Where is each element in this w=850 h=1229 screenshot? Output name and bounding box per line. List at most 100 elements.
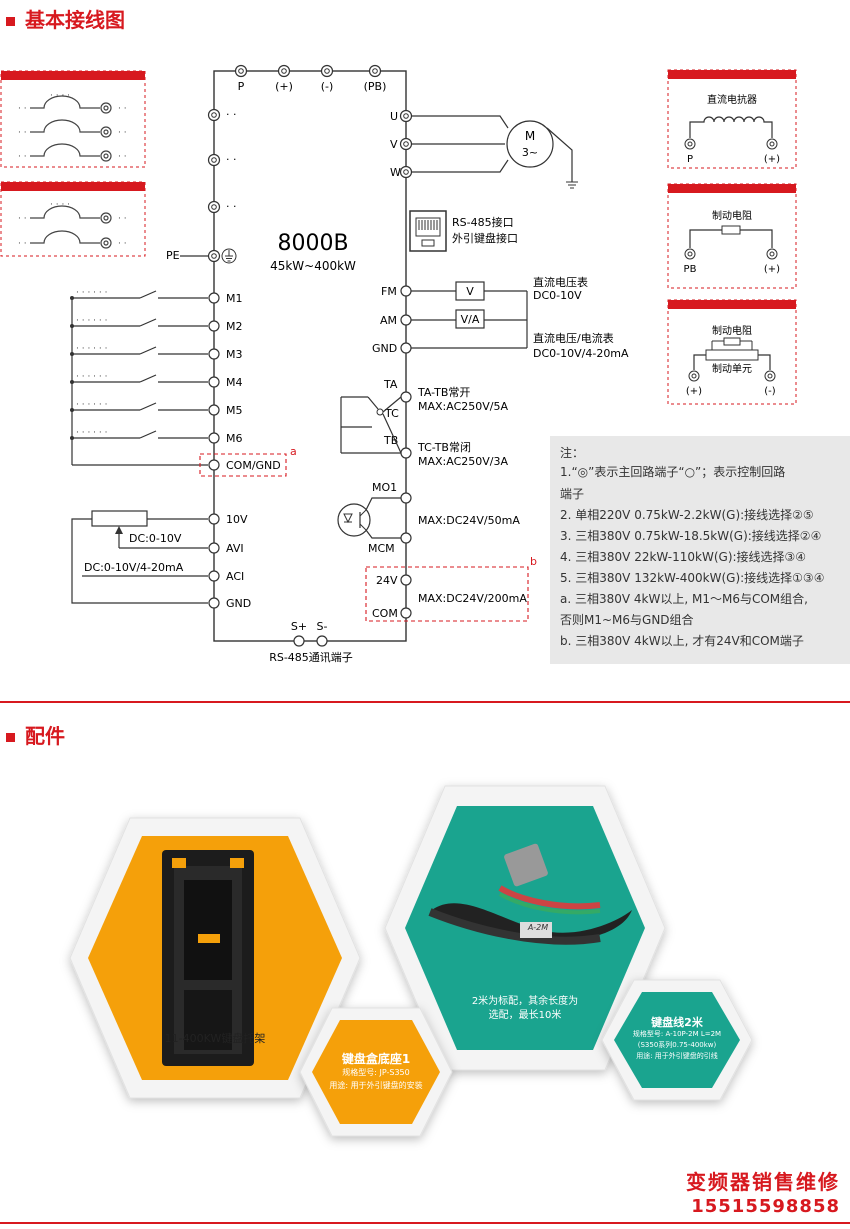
svg-text:· · · ·: · · · · — [50, 200, 70, 210]
label-24v: 24V — [376, 574, 398, 587]
mo1-max: MAX:DC24V/50mA — [418, 514, 520, 527]
terminal-mo1 — [400, 492, 412, 504]
svg-text:· ·: · · — [226, 108, 237, 121]
input-switch-icon — [139, 402, 157, 411]
terminal-u — [399, 109, 413, 123]
note-line: 否则M1~M6与GND组合 — [560, 613, 694, 627]
label-am: AM — [380, 314, 397, 327]
title-square-icon — [6, 733, 15, 742]
cable-note-1: 2米为标配，其余长度为 — [471, 996, 579, 1007]
input-dots: · · · · · · — [76, 316, 107, 326]
terminal-gnd — [400, 342, 412, 354]
terminal-m2 — [208, 320, 220, 332]
input-switch-icon — [139, 290, 157, 299]
resistor-pb: PB — [684, 264, 697, 275]
note-line: 5. 三相380V 132kW-400kW(G):接线选择①③④ — [560, 571, 825, 585]
braking-unit-box: 制动电阻 制动单元 (+) (-) — [667, 299, 797, 405]
wiring-diagram: P (+) (-) (PB) · · · · · · PE 8000B 45kW… — [70, 64, 629, 664]
terminal-m5 — [208, 404, 220, 416]
resistor-icon — [721, 225, 741, 235]
note-line: a. 三相380V 4kW以上, M1～M6与COM组合, — [560, 592, 808, 606]
input-row-m6: · · · · · · M6 — [70, 428, 243, 445]
brand-phone: 15515598858 — [691, 1196, 840, 1217]
cable-series: (S350系列0.75-400kw) — [637, 1041, 717, 1049]
com-gnd-box — [199, 453, 287, 477]
input-switch-icon — [139, 318, 157, 327]
label-w: W — [390, 166, 401, 179]
keyboard-tray-image — [162, 850, 254, 1066]
input-dots: · · · · · · — [76, 428, 107, 438]
svg-text:· ·: · · — [18, 128, 27, 138]
terminal-ta — [400, 391, 412, 403]
dc-voltmeter-range: DC0-10V — [533, 289, 582, 302]
terminal-s-plus — [293, 635, 305, 647]
option-box-1: · ·· · · ·· · · ·· · · · · · — [0, 70, 146, 168]
label-s-plus: S+ — [291, 620, 307, 633]
dc-va-meter-label: 直流电压/电流表 — [533, 331, 614, 345]
terminal-tb — [400, 447, 412, 459]
label-mcm: MCM — [368, 542, 395, 555]
mark-b: b — [530, 555, 537, 568]
notes-panel: 注： 1.“◎”表示主回路端子“○”；表示控制回路 端子 2. 单相220V 0… — [550, 436, 850, 664]
svg-text:· ·: · · — [18, 239, 27, 249]
bottom-divider — [0, 1222, 850, 1224]
terminal-s-minus — [316, 635, 328, 647]
terminal-avi — [208, 542, 220, 554]
input-row-m1: · · · · · ·M1 — [70, 288, 243, 305]
resistor-box: 制动电阻 PB (+) — [667, 183, 797, 289]
keyboard-cable-image — [428, 843, 632, 945]
ground-icon — [221, 248, 237, 264]
cable-info-hex — [614, 992, 740, 1088]
pe-label: PE — [166, 249, 180, 262]
motor-phase: 3~ — [522, 146, 538, 159]
label-m6: M6 — [226, 432, 243, 445]
power-terminal-3 — [207, 200, 221, 214]
label-avi: AVI — [226, 542, 244, 555]
reactor-plus: (+) — [764, 154, 780, 165]
va-meter-box — [455, 309, 485, 329]
dc-voltmeter-label: 直流电压表 — [533, 275, 588, 289]
tc-tb-max: MAX:AC250V/3A — [418, 455, 508, 468]
ext-keyboard-port-label: 外引键盘接口 — [452, 231, 518, 245]
label-m2: M2 — [226, 320, 243, 333]
base-hex — [312, 1020, 440, 1124]
terminal-gnd-analog — [208, 597, 220, 609]
pot-range: DC:0-10V — [129, 532, 182, 545]
terminal-24v — [400, 574, 412, 586]
cable-model: 规格型号: A-10P-2M L=2M — [632, 1030, 722, 1038]
rj45-port-icon — [409, 210, 447, 252]
svg-text:· · · ·: · · · · — [50, 91, 70, 101]
svg-text:· ·: · · — [118, 152, 127, 162]
mark-a: a — [290, 445, 297, 458]
input-row-m5: · · · · · ·M5 — [70, 400, 243, 417]
meter-va: V/A — [461, 313, 480, 326]
rs485-port-label: RS-485接口 — [452, 216, 514, 229]
note-line: 3. 三相380V 0.75kW-18.5kW(G):接线选择②④ — [560, 529, 822, 543]
label-pb: (PB) — [364, 80, 387, 93]
base-title: 键盘盒底座1 — [341, 1052, 411, 1066]
tc-tb-label: TC-TB常闭 — [417, 441, 471, 454]
terminal-m4 — [208, 376, 220, 388]
label-mo1: MO1 — [372, 481, 397, 494]
unit-label: 制动单元 — [712, 362, 752, 375]
label-s-minus: S- — [317, 620, 328, 633]
label-aci: ACI — [226, 570, 244, 583]
wiring-section-title: 基本接线图 — [6, 4, 125, 33]
reactor-coil-icon — [689, 116, 773, 138]
optocoupler-icon — [337, 497, 401, 539]
svg-text:· ·: · · — [118, 104, 127, 114]
input-switch-icon — [139, 430, 157, 439]
svg-text:· ·: · · — [118, 128, 127, 138]
cable-use: 用途: 用于外引键盘的引线 — [636, 1052, 718, 1060]
terminal-p — [234, 64, 248, 78]
option-box-2: · ·· · · ·· · · · · · — [0, 181, 146, 257]
label-ta: TA — [383, 378, 398, 391]
model-name: 8000B — [277, 231, 348, 256]
potentiometer-icon — [71, 510, 208, 604]
terminal-m6 — [208, 432, 220, 444]
resistor-plus: (+) — [764, 264, 780, 275]
input-dots: · · · · · · — [76, 288, 107, 298]
aci-range: DC:0-10V/4-20mA — [84, 561, 184, 574]
input-dots: · · · · · · — [76, 400, 107, 410]
label-gnd-analog: GND — [226, 597, 251, 610]
